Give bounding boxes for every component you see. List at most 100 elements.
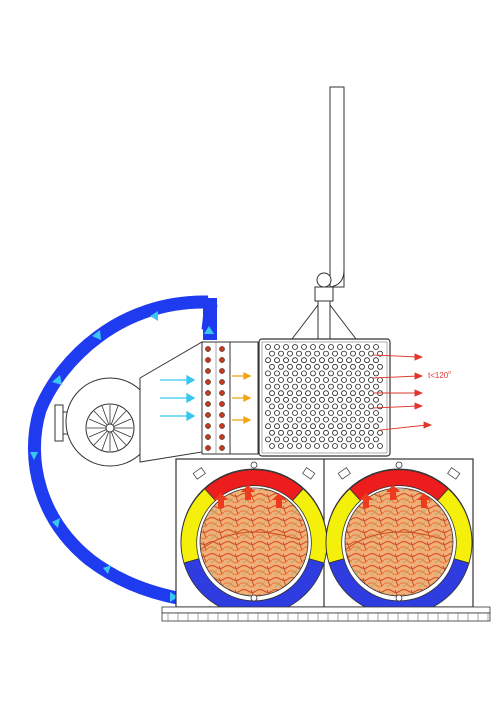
perforation-hole: [328, 423, 334, 430]
perforation-hole: [350, 350, 356, 357]
chamber-right: [325, 461, 473, 616]
perforation-hole: [341, 377, 347, 383]
perforation-hole: [265, 423, 271, 430]
perforation-hole: [269, 350, 275, 357]
perforation-hole: [350, 416, 356, 423]
perforation-hole: [283, 436, 289, 443]
perforation-hole: [350, 403, 356, 410]
perforation-hole: [314, 377, 320, 383]
perforation-hole: [292, 436, 298, 443]
perforation-hole: [359, 350, 365, 357]
perforation-hole: [274, 383, 280, 390]
perforation-holes: [265, 344, 383, 449]
duct-flow-arrows: [30, 311, 214, 602]
heater-tube: [205, 346, 211, 352]
perforation-hole: [368, 350, 374, 357]
perforation-hole: [359, 429, 365, 436]
heat-up-arrows: [359, 485, 431, 508]
perforation-hole: [323, 350, 329, 357]
perforation-hole: [377, 429, 383, 436]
perforation-hole: [341, 390, 347, 397]
heater-coil: [201, 341, 231, 455]
perforation-hole: [373, 436, 379, 443]
perforation-hole: [314, 429, 320, 436]
perforation-hole: [355, 370, 361, 377]
perforation-hole: [287, 443, 293, 449]
perforation-hole: [301, 383, 307, 390]
perforation-hole: [355, 410, 361, 416]
heater-tube: [219, 368, 225, 374]
perforation-hole: [305, 377, 311, 383]
perforation-hole: [350, 377, 356, 383]
perforation-hole: [328, 383, 334, 390]
perforation-hole: [265, 357, 271, 364]
perforation-hole: [305, 416, 311, 423]
perforation-hole: [310, 423, 316, 430]
perforation-hole: [355, 383, 361, 390]
perforation-hole: [305, 443, 311, 449]
perforation-hole: [314, 390, 320, 397]
perforation-hole: [355, 357, 361, 364]
perforation-hole: [341, 403, 347, 410]
perforation-hole: [350, 429, 356, 436]
perforation-hole: [341, 363, 347, 370]
perforation-hole: [337, 383, 343, 390]
heater-tube: [219, 390, 225, 396]
perforation-hole: [265, 436, 271, 443]
perforation-hole: [283, 344, 289, 350]
perforation-hole: [332, 363, 338, 370]
perforation-hole: [373, 396, 379, 403]
perforation-hole: [310, 396, 316, 403]
perforation-hole: [269, 403, 275, 410]
perforation-hole: [368, 363, 374, 370]
perforation-hole: [296, 429, 302, 436]
perforation-hole: [323, 429, 329, 436]
perforation-hole: [269, 443, 275, 449]
perforation-hole: [269, 363, 275, 370]
perforation-hole: [332, 377, 338, 383]
perforation-hole: [287, 429, 293, 436]
temperature-label: t<120o: [428, 370, 451, 380]
perforation-hole: [274, 396, 280, 403]
perforation-hole: [355, 423, 361, 430]
perforation-hole: [319, 423, 325, 430]
perforation-hole: [368, 390, 374, 397]
perforation-hole: [319, 410, 325, 416]
perforation-hole: [355, 396, 361, 403]
perforation-hole: [278, 429, 284, 436]
perforation-hole: [292, 357, 298, 364]
chamber-left: [180, 461, 328, 616]
perforation-hole: [301, 410, 307, 416]
perforation-hole: [337, 410, 343, 416]
perforation-hole: [341, 429, 347, 436]
perforation-hole: [301, 423, 307, 430]
perforation-hole: [346, 370, 352, 377]
perforation-hole: [314, 403, 320, 410]
perforation-hole: [350, 363, 356, 370]
perforation-hole: [341, 350, 347, 357]
perforation-hole: [359, 403, 365, 410]
perforation-hole: [359, 416, 365, 423]
perforation-hole: [373, 357, 379, 364]
perforation-hole: [346, 410, 352, 416]
perforation-hole: [292, 396, 298, 403]
perforation-hole: [296, 403, 302, 410]
perforation-hole: [296, 390, 302, 397]
perforation-hole: [265, 344, 271, 350]
perforation-hole: [346, 423, 352, 430]
perforation-hole: [328, 344, 334, 350]
perforation-hole: [301, 344, 307, 350]
perforation-hole: [319, 396, 325, 403]
perforation-hole: [373, 410, 379, 416]
perforation-hole: [287, 350, 293, 357]
perforation-hole: [319, 370, 325, 377]
perforation-hole: [287, 416, 293, 423]
perforation-hole: [337, 436, 343, 443]
perforation-hole: [328, 357, 334, 364]
perforation-hole: [319, 344, 325, 350]
perforation-hole: [310, 410, 316, 416]
perforation-hole: [292, 410, 298, 416]
perforation-hole: [296, 443, 302, 449]
perforation-hole: [274, 357, 280, 364]
perforation-hole: [301, 357, 307, 364]
